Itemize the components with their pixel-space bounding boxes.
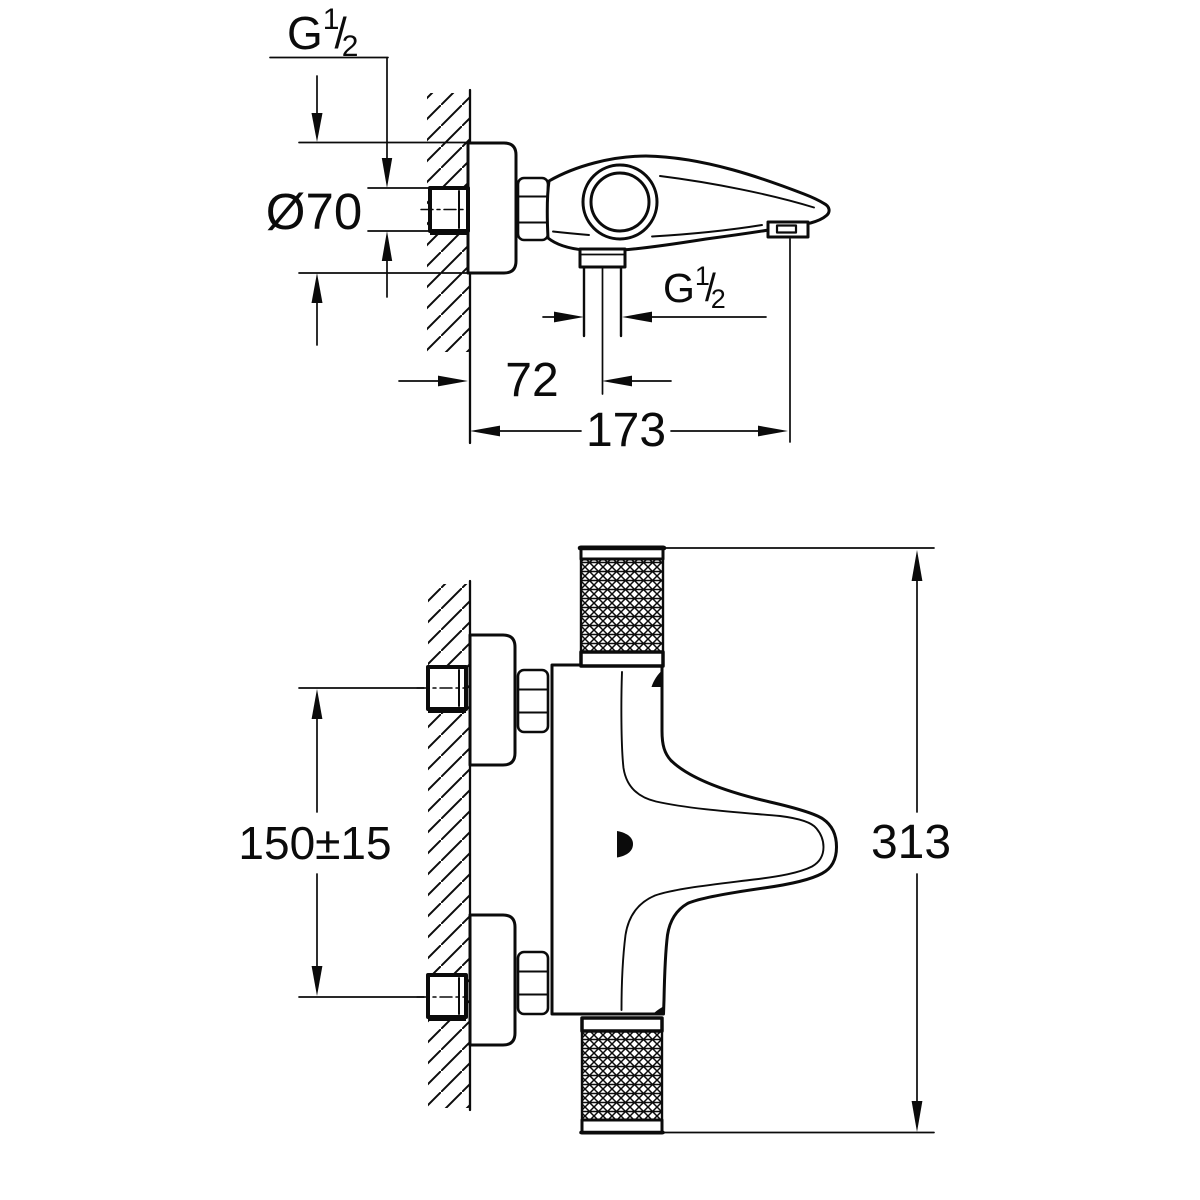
dim-150-label: 150±15 <box>238 817 392 869</box>
hex-union-facets <box>517 195 549 224</box>
dim-72 <box>398 375 672 387</box>
dim-72-label: 72 <box>505 354 559 407</box>
dim-thread-wall <box>269 56 393 298</box>
extension-lines <box>298 687 425 998</box>
dim-150 <box>311 689 323 996</box>
nut-centerlines <box>416 687 468 998</box>
aerator-inner <box>775 224 798 234</box>
mixer-body <box>550 663 838 1016</box>
lower-wall-nut-shadow <box>428 1015 466 1021</box>
wall-nut-shadow <box>430 229 468 235</box>
thread-size-letter: G <box>663 265 695 311</box>
dim-thread-outlet <box>542 311 767 323</box>
upper-flange <box>468 633 517 767</box>
wall-flange <box>466 141 518 275</box>
upper-union <box>516 668 550 734</box>
dim-173 <box>470 425 788 437</box>
spout-inner-lip <box>620 671 825 1011</box>
dim-173-label: 173 <box>585 404 667 457</box>
upper-indicator-mark <box>651 670 663 687</box>
dim-diameter-70 <box>311 75 323 346</box>
lower-flange <box>468 913 517 1047</box>
wall-hatch <box>428 584 470 1108</box>
front-view <box>298 545 935 1135</box>
lower-knurled-handle <box>579 1016 665 1135</box>
upper-union-facets <box>517 688 549 714</box>
thread-label-spout: G1/2 <box>663 261 726 314</box>
upper-wall-nut-shadow <box>428 707 466 713</box>
outlet-pipe <box>582 265 623 338</box>
lower-union-facets <box>517 970 549 996</box>
dim-313-label: 313 <box>870 816 952 869</box>
diameter-label: Ø70 <box>265 182 363 240</box>
lower-indicator-mark <box>652 1007 663 1015</box>
knob-ring-inner <box>589 171 651 233</box>
hex-union <box>516 176 550 242</box>
spout-contour-lines <box>552 175 815 238</box>
side-view <box>269 56 831 445</box>
extension-lines <box>298 141 791 443</box>
dim-313 <box>663 547 935 1134</box>
spout-outlet-mark <box>617 831 633 858</box>
thread-label-top: G1/2 <box>287 3 359 63</box>
outlet-nut <box>578 247 627 269</box>
knob-ring-outer <box>581 163 659 241</box>
thread-size-letter: G <box>287 7 323 59</box>
upper-knurled-handle <box>577 545 667 668</box>
lower-wall-nut <box>426 973 468 1019</box>
lower-union <box>516 950 550 1016</box>
